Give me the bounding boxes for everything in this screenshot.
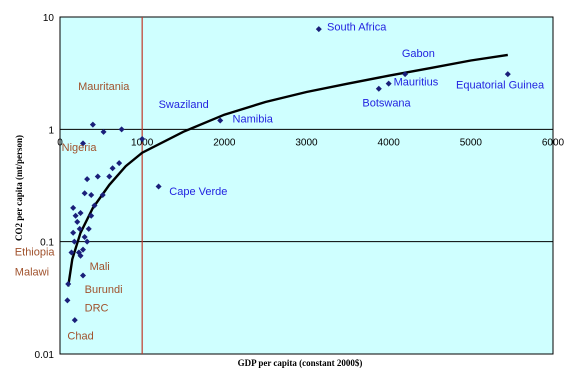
data-point [65, 280, 72, 287]
country-label: Equatorial Guinea [456, 80, 545, 92]
y-tick-label: 10 [43, 13, 55, 24]
data-point [106, 173, 113, 180]
x-tick-label: 3000 [295, 137, 318, 148]
data-point [118, 126, 125, 133]
data-point [84, 238, 91, 245]
data-point [70, 229, 77, 236]
x-tick-label: 0 [57, 137, 63, 148]
data-point [88, 192, 95, 199]
country-label: Swaziland [159, 99, 209, 111]
x-tick-label: 5000 [460, 137, 483, 148]
trend-line [67, 53, 508, 287]
data-point [81, 234, 88, 241]
data-point [99, 192, 106, 199]
data-point [504, 71, 511, 78]
data-point [116, 160, 123, 167]
country-label: Cape Verde [169, 186, 227, 198]
data-point [385, 80, 392, 87]
data-point [89, 121, 96, 128]
data-point [74, 218, 81, 225]
data-point [70, 204, 77, 211]
data-point [80, 140, 87, 147]
x-tick-label: 6000 [542, 137, 565, 148]
country-label: DRC [85, 302, 109, 314]
country-label: Mauritius [394, 77, 439, 89]
data-point [71, 238, 78, 245]
data-point [84, 176, 91, 183]
y-axis-title: CO2 per capita (mt/person) [14, 135, 24, 241]
country-label: Mali [90, 261, 110, 273]
country-label: Malawi [15, 266, 49, 278]
data-point [91, 202, 98, 209]
data-point [402, 71, 409, 78]
x-tick-label: 2000 [213, 137, 236, 148]
data-point [109, 165, 116, 172]
data-point [315, 26, 322, 33]
data-point [139, 136, 146, 143]
country-label: Mauritania [78, 81, 130, 93]
data-point [68, 249, 75, 256]
data-point [88, 212, 95, 219]
country-label: Chad [67, 330, 93, 342]
data-point [77, 209, 84, 216]
country-label: Gabon [402, 48, 435, 60]
y-tick-label: 0.1 [40, 238, 54, 249]
x-tick-label: 4000 [378, 137, 401, 148]
data-point [94, 173, 101, 180]
data-point [81, 190, 88, 197]
country-label: Namibia [233, 114, 274, 126]
y-tick-label: 1 [48, 125, 54, 136]
data-point [80, 246, 87, 253]
x-tick-labels: 0 1000 2000 3000 4000 5000 6000 [57, 137, 564, 148]
data-point [72, 212, 79, 219]
data-point [155, 183, 162, 190]
data-point [85, 225, 92, 232]
plot-area [59, 16, 554, 355]
country-label: Burundi [85, 284, 123, 296]
data-point [100, 128, 107, 135]
country-label: South Africa [327, 21, 387, 33]
data-point [64, 297, 71, 304]
data-points [64, 26, 511, 324]
country-label: Botswana [362, 97, 411, 109]
data-point [71, 317, 78, 324]
country-label: Ethiopia [15, 247, 56, 259]
data-point [76, 225, 83, 232]
y-tick-labels: 0.01 0.1 1 10 [35, 13, 55, 361]
data-point [77, 252, 84, 259]
y-tick-label: 0.01 [35, 350, 55, 361]
data-point [217, 117, 224, 124]
x-tick-label: 1000 [131, 137, 154, 148]
data-point [375, 85, 382, 92]
x-axis-title: GDP per capita (constant 2000$) [238, 358, 363, 368]
data-point [80, 272, 87, 279]
country-label: Nigeria [62, 142, 98, 154]
